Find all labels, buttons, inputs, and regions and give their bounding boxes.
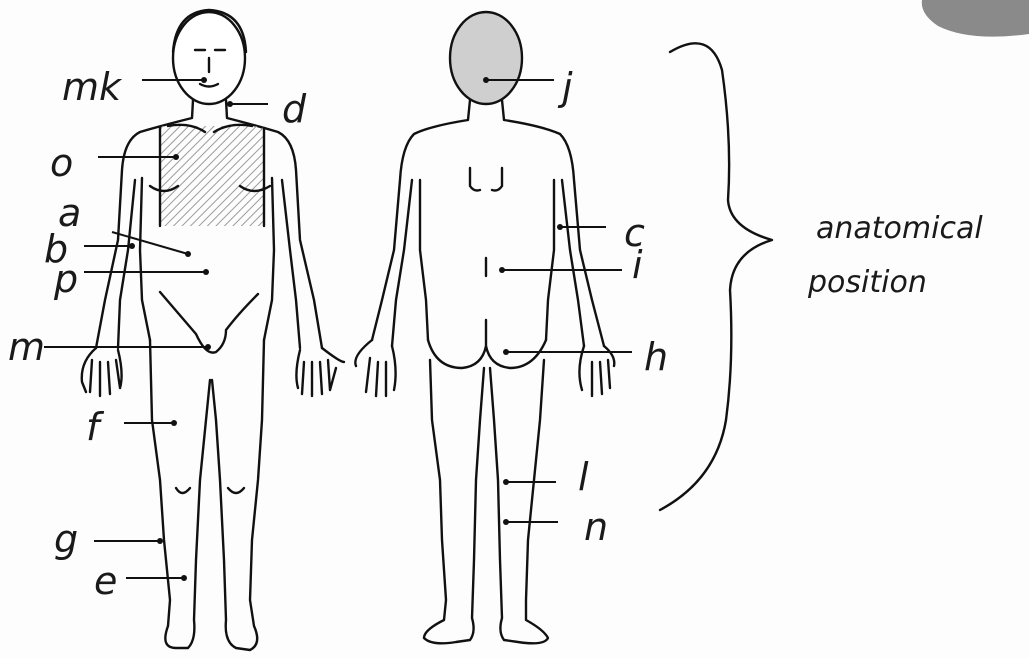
label-g: g bbox=[54, 517, 78, 561]
label-d: d bbox=[282, 87, 307, 131]
anterior-groin bbox=[160, 292, 258, 353]
label-e: e bbox=[94, 559, 117, 603]
anterior-knees bbox=[176, 488, 244, 493]
posterior-right-hand bbox=[579, 346, 614, 396]
label-o: o bbox=[50, 141, 73, 185]
anterior-legs bbox=[150, 340, 264, 650]
anterior-right-hand bbox=[296, 348, 344, 396]
corner-shadow bbox=[922, 0, 1029, 37]
label-p: p bbox=[53, 257, 78, 301]
posterior-buttocks bbox=[428, 320, 546, 368]
label-mk: mk bbox=[62, 65, 123, 109]
curly-brace bbox=[660, 43, 772, 510]
posterior-legs bbox=[424, 360, 548, 643]
posterior-head bbox=[450, 12, 522, 104]
label-l: l bbox=[578, 455, 589, 499]
label-j: j bbox=[557, 65, 573, 109]
label-h: h bbox=[644, 335, 668, 379]
posterior-left-hand bbox=[355, 340, 395, 396]
posterior-figure bbox=[355, 12, 614, 643]
label-n: n bbox=[584, 505, 608, 549]
note-line-1: anatomical bbox=[816, 211, 983, 246]
label-f: f bbox=[86, 405, 105, 449]
posterior-labels: j c i h l n bbox=[557, 65, 668, 549]
anterior-left-hand bbox=[82, 348, 122, 396]
anterior-thorax-shading bbox=[160, 126, 264, 226]
posterior-leaders bbox=[483, 77, 632, 525]
label-m: m bbox=[8, 325, 45, 369]
label-i: i bbox=[632, 243, 643, 287]
note-line-2: position bbox=[807, 265, 927, 300]
posterior-scapula-lines bbox=[470, 168, 502, 276]
